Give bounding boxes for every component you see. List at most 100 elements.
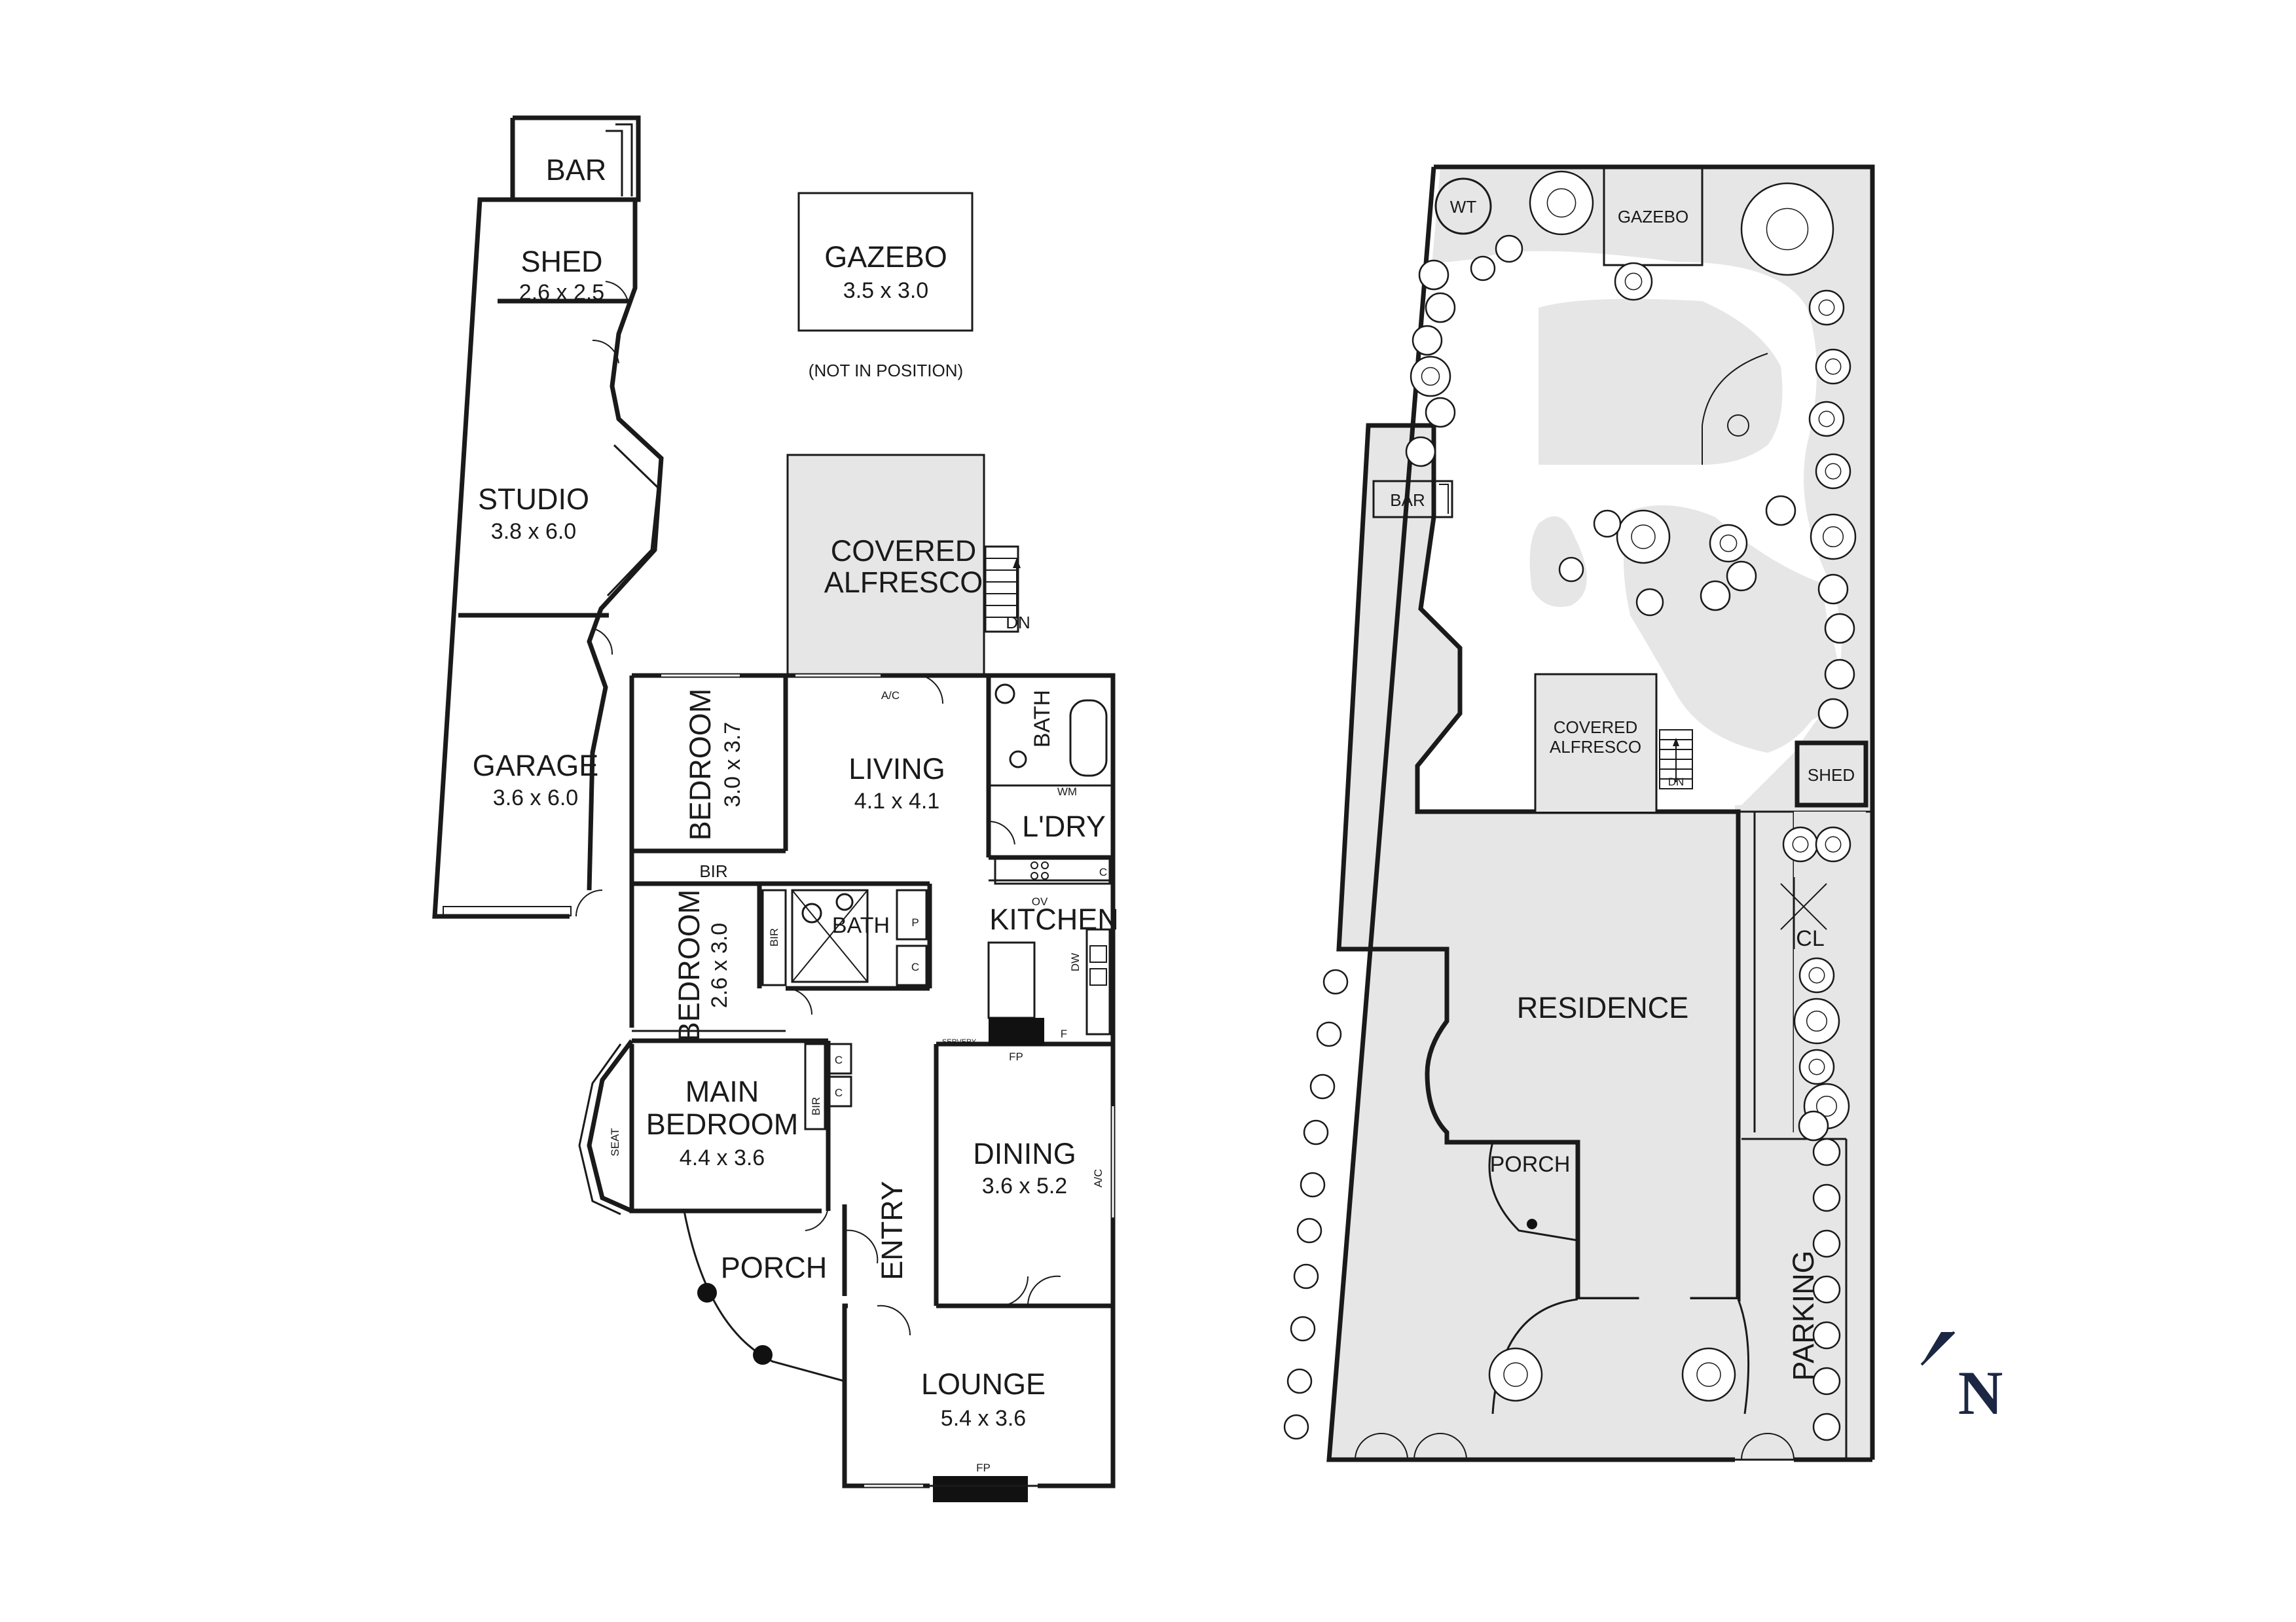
shrub-icon [1817, 698, 1849, 729]
site-alfresco-stairs [1659, 729, 1693, 789]
shrub-icon [1425, 397, 1456, 428]
shrub-icon [1296, 1217, 1322, 1244]
site-water-tank-label: WT [1450, 197, 1477, 217]
shrub-icon [1765, 495, 1796, 526]
shrub-icon [1782, 826, 1819, 863]
shrub-icon [1283, 1414, 1309, 1440]
site-bar-box [1372, 480, 1453, 518]
lounge-dimensions: 5.4 x 3.6 [941, 1406, 1026, 1431]
bedroom1-bir: BIR [699, 861, 727, 881]
bath2-cupboard: C [911, 961, 919, 973]
site-clothesline-label: CL [1796, 926, 1824, 951]
shrub-icon [1798, 957, 1835, 994]
shrub-icon [1740, 182, 1834, 276]
shrub-icon [1616, 509, 1671, 564]
north-compass: N [1920, 1331, 2003, 1428]
kitchen-oven: OV [1032, 895, 1048, 908]
shrub-icon [1303, 1119, 1329, 1145]
shrub-icon [1810, 513, 1857, 560]
shrub-core-icon [1631, 524, 1656, 549]
shrub-icon [1322, 969, 1349, 995]
living-label: LIVING [848, 752, 945, 785]
bedroom2-label: BEDROOM [672, 890, 706, 1042]
shrub-icon [1812, 1229, 1841, 1258]
dining-fireplace: FP [1009, 1051, 1023, 1063]
garage-dimensions: 3.6 x 6.0 [493, 785, 578, 810]
shrub-core-icon [1822, 526, 1844, 548]
kitchen-label: KITCHEN [989, 903, 1119, 936]
shrub-icon [1812, 1138, 1841, 1166]
shrub-icon [1824, 658, 1855, 690]
shrub-icon [1817, 573, 1849, 605]
bedroom1-label: BEDROOM [683, 689, 717, 841]
shed-label: SHED [520, 245, 602, 278]
alfresco-label-2: ALFRESCO [824, 566, 983, 599]
shrub-icon [1495, 234, 1523, 263]
shrub-icon [1309, 1073, 1336, 1100]
site-porch-label: PORCH [1490, 1152, 1571, 1177]
main-bedroom-label-2: BEDROOM [646, 1108, 799, 1141]
shrub-icon [1812, 1183, 1841, 1212]
alfresco-stair-label: DN [1006, 613, 1030, 632]
shrub-core-icon [1546, 188, 1576, 218]
main-house [578, 673, 1116, 1502]
bar-label: BAR [546, 153, 607, 187]
bath2-pantry: P [911, 916, 919, 929]
shrub-icon [1709, 524, 1748, 563]
dining-label: DINING [973, 1137, 1076, 1170]
shrub-icon [1425, 292, 1456, 323]
shrub-core-icon [1815, 1095, 1838, 1117]
bedroom2-bir: BIR [768, 928, 780, 946]
shrub-icon [1635, 588, 1664, 617]
shrub-icon [1812, 1321, 1841, 1350]
site-alfresco-label-2: ALFRESCO [1550, 737, 1641, 757]
bedroom1-dimensions: 3.0 x 3.7 [720, 722, 745, 807]
site-gazebo-label: GAZEBO [1618, 207, 1688, 226]
shrub-icon [1726, 560, 1757, 592]
studio-dimensions: 3.8 x 6.0 [491, 519, 576, 544]
shrub-core-icon [1421, 367, 1440, 386]
covered-alfresco-area [788, 455, 984, 677]
alfresco-stairs [984, 545, 1021, 633]
laundry-cupboard: C [1099, 866, 1107, 878]
shrub-core-icon [1719, 534, 1738, 552]
shrub-icon [1798, 1110, 1829, 1142]
shrub-icon [1681, 1347, 1736, 1402]
site-shed-label: SHED [1808, 765, 1855, 785]
entry-label: ENTRY [875, 1181, 909, 1280]
shrub-icon [1286, 1368, 1313, 1394]
garage-label: GARAGE [473, 749, 599, 782]
shrub-icon [1405, 436, 1436, 467]
shrub-icon [1815, 826, 1851, 863]
shrub-core-icon [1624, 272, 1643, 291]
laundry-label: L'DRY [1022, 810, 1106, 843]
bedroom2-dimensions: 2.6 x 3.0 [707, 923, 732, 1008]
main-bedroom-seat: SEAT [609, 1128, 621, 1156]
site-alfresco-label-1: COVERED [1554, 717, 1638, 737]
floor-plan: BAR SHED 2.6 x 2.5 GAZEBO 3.5 x 3.0 (NOT… [432, 115, 1119, 1502]
shrub-icon [1470, 255, 1496, 281]
dining-ac: A/C [1092, 1169, 1104, 1187]
shrub-icon [1558, 556, 1584, 583]
site-bar-label: BAR [1390, 490, 1425, 510]
shrub-icon [1316, 1021, 1342, 1047]
site-alfresco-stair-label: DN [1668, 776, 1685, 788]
shrub-icon [1300, 1172, 1326, 1198]
main-bedroom-label-1: MAIN [685, 1075, 759, 1108]
water-tank [1434, 177, 1492, 235]
shrub-icon [1815, 453, 1851, 490]
shrub-core-icon [1808, 967, 1825, 984]
main-bedroom-cupboard-1: C [835, 1054, 843, 1066]
shrub-icon [1815, 348, 1851, 385]
shrub-core-icon [1825, 358, 1842, 375]
main-bedroom-bir: BIR [810, 1097, 822, 1115]
shrub-core-icon [1818, 410, 1835, 427]
shrub-core-icon [1825, 836, 1842, 853]
site-shed-box [1795, 740, 1868, 808]
shrub-icon [1808, 401, 1845, 437]
main-bedroom-cupboard-2: C [835, 1087, 843, 1099]
kitchen-fridge: F [1061, 1028, 1067, 1040]
shrub-core-icon [1792, 836, 1809, 853]
shrub-core-icon [1806, 1010, 1828, 1032]
bath2-label: BATH [832, 913, 890, 938]
